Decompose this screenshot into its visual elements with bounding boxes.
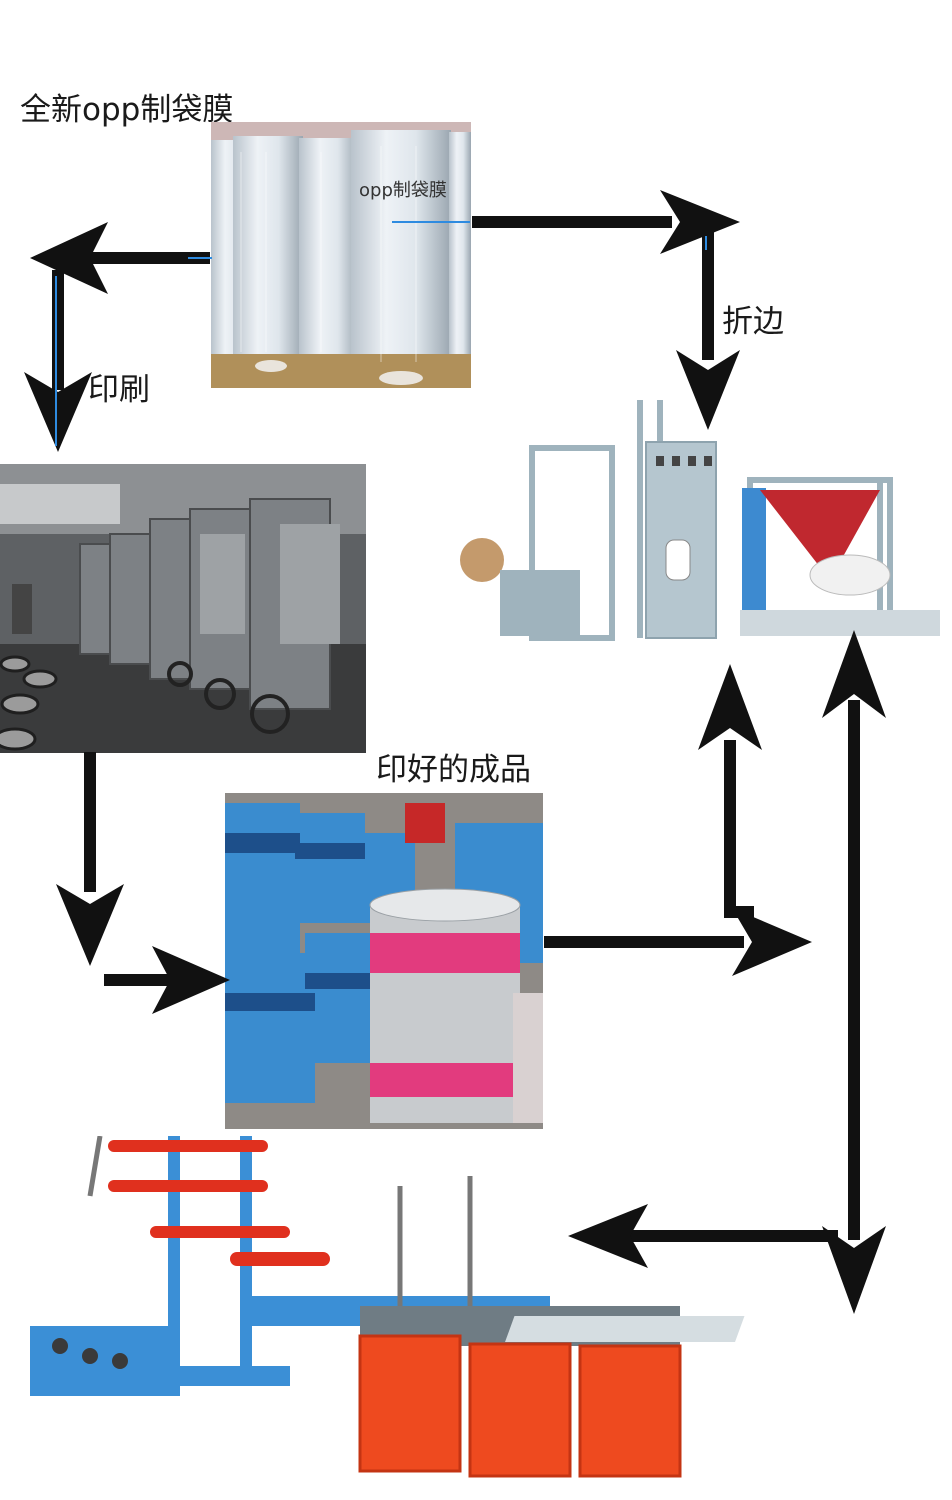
arrow-line-print-down (84, 752, 96, 892)
arrow-head-right (660, 190, 740, 254)
arrow-head-right-product-out (732, 908, 812, 976)
arrow-head-down-print (56, 884, 124, 966)
label-printing: 印刷 (88, 372, 150, 408)
label-printed-product: 印好的成品 (376, 752, 531, 788)
arrow-line-to-product (104, 974, 184, 986)
film-inner-label: opp制袋膜 (359, 180, 447, 201)
arrow-head-left (30, 222, 108, 294)
arrow-line-film-left (70, 252, 210, 264)
arrow-line-up-folding (724, 740, 736, 912)
arrow-line-to-printing (52, 270, 64, 390)
folding-machine-photo (460, 400, 940, 642)
arrow-head-up-right (822, 630, 886, 718)
arrow-line-product-right (544, 936, 744, 948)
arrow-line-to-folding (702, 232, 714, 360)
bag-making-machine-photo (30, 1136, 812, 1490)
arrow-head-down-printing (24, 372, 92, 452)
arrow-head-down-right (822, 1226, 886, 1314)
label-new-film: 全新opp制袋膜 (20, 92, 234, 128)
arrow-line-film-right (472, 216, 672, 228)
arrow-line-right-vertical (848, 700, 860, 1240)
printing-workshop-photo (0, 464, 366, 753)
arrow-head-up-folding (698, 664, 762, 750)
arrow-head-right-product (152, 946, 230, 1014)
label-folding: 折边 (722, 304, 784, 340)
film-rolls-photo: opp制袋膜 (211, 122, 471, 388)
printed-rolls-photo (225, 793, 543, 1129)
